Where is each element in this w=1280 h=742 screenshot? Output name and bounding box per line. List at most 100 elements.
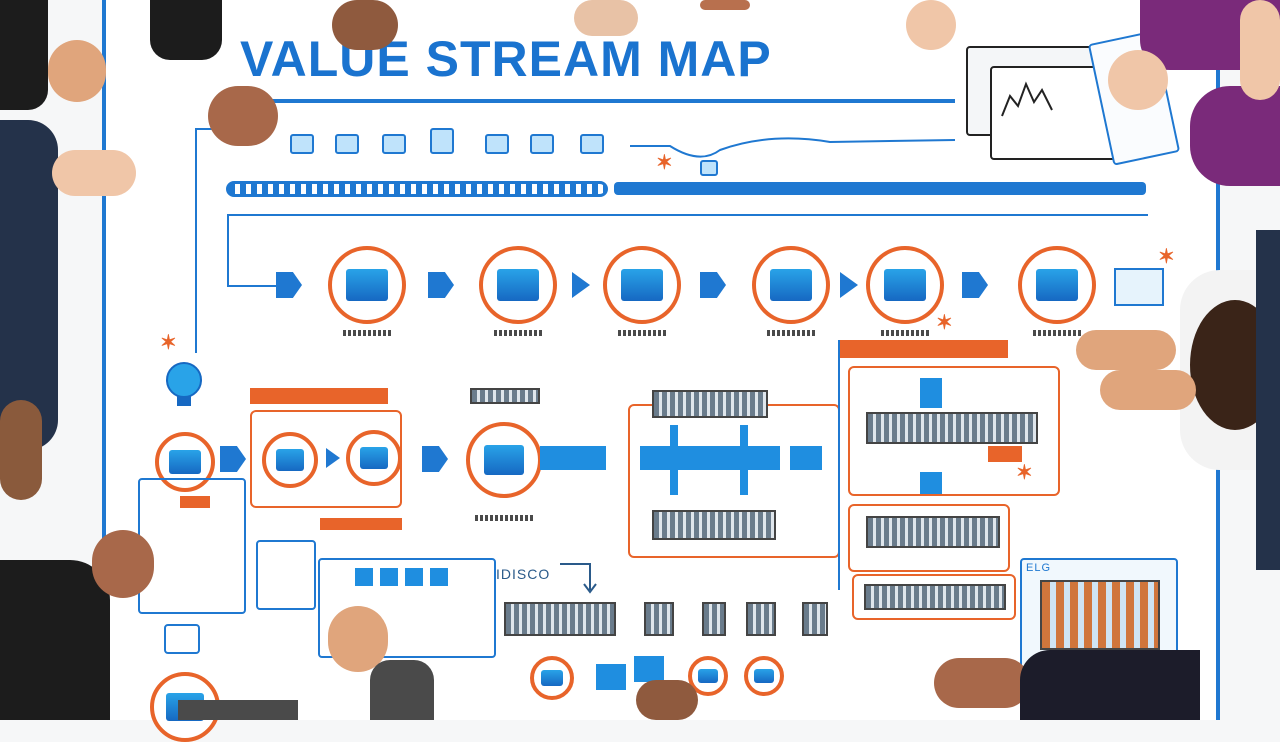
process-icon <box>688 656 728 696</box>
process-icon <box>744 656 784 696</box>
person-head <box>1240 0 1280 100</box>
person-sleeve <box>1020 650 1200 720</box>
data-box <box>652 390 768 418</box>
hand <box>328 606 388 672</box>
process-icon <box>479 246 557 324</box>
hand <box>574 0 638 36</box>
data-box <box>1040 580 1160 650</box>
inventory-block <box>540 446 606 470</box>
process-icon <box>155 432 215 492</box>
process-group-box <box>852 574 1016 620</box>
material-flow-line-left <box>227 214 229 286</box>
supplier-factory-icon <box>670 425 678 495</box>
person-sleeve <box>0 120 58 450</box>
flow-arrow-icon <box>840 272 858 298</box>
sparkle-icon: ✶ <box>1158 246 1175 268</box>
data-panel <box>164 624 200 654</box>
flow-arrow-icon <box>326 448 340 468</box>
return-arrow-icon <box>560 563 597 594</box>
hand <box>906 0 956 50</box>
info-icon <box>430 128 454 154</box>
orange-header <box>250 388 388 404</box>
inventory-block <box>634 656 664 682</box>
timeline-bar-outline <box>226 181 608 197</box>
kanban-icon <box>355 568 373 586</box>
info-icon <box>290 134 314 154</box>
idisco-box <box>318 558 496 658</box>
sparkle-icon: ✶ <box>656 152 673 174</box>
sparkle-icon: ✶ <box>936 312 953 334</box>
data-box <box>802 602 828 636</box>
kanban-icon <box>405 568 423 586</box>
hand <box>700 0 750 10</box>
info-icon <box>485 134 509 154</box>
sparkle-icon: ✶ <box>160 332 177 354</box>
sparkle-icon: ✶ <box>1016 462 1033 484</box>
elg-panel-label: ELG <box>1026 562 1052 574</box>
left-connector <box>195 128 197 353</box>
hand <box>332 0 398 50</box>
data-box <box>866 412 1038 444</box>
process-caption <box>881 330 929 336</box>
process-icon <box>466 422 542 498</box>
material-flow-line-top <box>228 214 1148 216</box>
hand <box>208 86 278 146</box>
supplier-factory-icon <box>740 425 748 495</box>
inventory-block <box>790 446 822 470</box>
info-icon <box>382 134 406 154</box>
material-flow-line-entry <box>227 285 277 287</box>
data-box <box>702 602 726 636</box>
idisco-label: IDISCO <box>496 566 551 582</box>
info-icon <box>530 134 554 154</box>
data-panel-tag <box>988 446 1022 462</box>
process-caption <box>475 515 535 521</box>
process-step-block <box>920 378 942 408</box>
map-title: VALUE STREAM MAP <box>240 31 772 87</box>
process-caption <box>343 330 391 336</box>
data-panel-tag <box>180 496 210 508</box>
data-box <box>746 602 776 636</box>
process-group-box <box>848 504 1010 572</box>
data-panel-tag <box>320 518 402 530</box>
hand <box>92 530 154 598</box>
data-box <box>644 602 674 636</box>
data-box <box>504 602 616 636</box>
hand <box>1100 370 1196 410</box>
hand <box>1108 50 1168 110</box>
process-icon <box>328 246 406 324</box>
process-caption <box>1033 330 1081 336</box>
customer-screen-icon <box>1114 268 1164 306</box>
process-step-block <box>920 472 942 494</box>
process-icon <box>603 246 681 324</box>
inventory-block <box>596 664 626 690</box>
process-icon <box>866 246 944 324</box>
data-box <box>864 584 1006 610</box>
hand <box>934 658 1030 708</box>
hand <box>636 680 698 720</box>
hand <box>52 150 136 196</box>
person-sleeve <box>1190 86 1280 186</box>
info-icon <box>700 160 718 176</box>
process-icon <box>1018 246 1096 324</box>
process-icon <box>530 656 574 700</box>
process-icon <box>346 430 402 486</box>
info-icon <box>580 134 604 154</box>
person-sleeve <box>370 660 434 720</box>
person-sleeve <box>178 700 298 720</box>
hand <box>0 400 42 500</box>
person-sleeve <box>150 0 222 60</box>
data-box <box>470 388 540 404</box>
data-panel <box>256 540 316 610</box>
kanban-icon <box>380 568 398 586</box>
process-caption <box>767 330 815 336</box>
process-caption <box>618 330 666 336</box>
kanban-icon <box>430 568 448 586</box>
hand <box>48 40 106 102</box>
data-box <box>866 516 1000 548</box>
lightbulb-icon <box>166 362 202 406</box>
inventory-block <box>640 446 780 470</box>
process-caption <box>494 330 542 336</box>
hand <box>1076 330 1176 370</box>
flow-arrow-icon <box>572 272 590 298</box>
timeline-bar-solid <box>614 182 1146 195</box>
